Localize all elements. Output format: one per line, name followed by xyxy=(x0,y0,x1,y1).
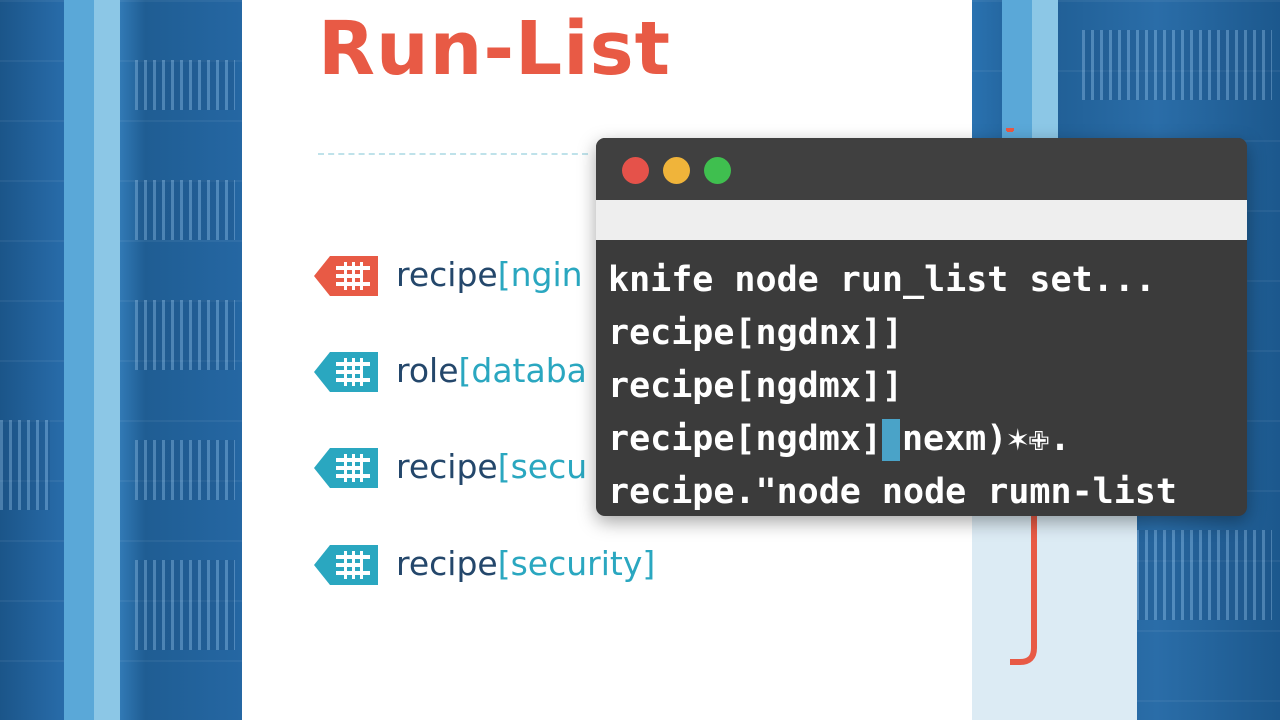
background-server-rack-left xyxy=(0,0,242,720)
tag-icon xyxy=(314,252,378,296)
background-rack-unit xyxy=(135,440,235,500)
tag-icon xyxy=(314,541,378,585)
run-list-item-label: recipe[secu xyxy=(396,446,588,486)
terminal-line-text: recipe[ngdmx] xyxy=(608,419,882,459)
terminal-line: knife node run_list set... xyxy=(608,260,1156,300)
text-cursor xyxy=(881,419,900,461)
terminal-line: recipe[ngdnx]] xyxy=(608,313,904,353)
terminal-line-text: nexm)✶✙. xyxy=(901,419,1071,459)
maximize-icon[interactable] xyxy=(704,157,731,184)
run-list-item-label: recipe[security] xyxy=(396,543,656,583)
run-list-item-label: recipe[ngin xyxy=(396,254,583,294)
background-stripe xyxy=(64,0,94,720)
minimize-icon[interactable] xyxy=(663,157,690,184)
run-list-item[interactable]: recipe[ngin xyxy=(314,249,583,299)
background-rack-unit xyxy=(135,180,235,240)
run-list-item-label: role[databa xyxy=(396,350,587,390)
close-icon[interactable] xyxy=(622,157,649,184)
tag-icon xyxy=(314,348,378,392)
terminal-titlebar xyxy=(596,138,1247,200)
run-list-item[interactable]: recipe[secu xyxy=(314,441,587,491)
divider xyxy=(318,153,588,155)
terminal-window[interactable]: knife node run_list set... recipe[ngdnx]… xyxy=(596,138,1247,516)
bracket-decoration xyxy=(1006,128,1037,665)
background-rack-unit xyxy=(135,300,235,370)
run-list-item[interactable]: role[databa xyxy=(314,345,587,395)
tag-icon xyxy=(314,444,378,488)
terminal-line: recipe[ngdmx]] xyxy=(608,366,904,406)
background-rack-unit xyxy=(135,60,235,110)
background-rack-unit xyxy=(0,420,50,510)
run-list-item[interactable]: recipe[security] xyxy=(314,538,655,588)
background-rack-unit xyxy=(135,560,235,650)
background-rack-unit xyxy=(1082,30,1272,100)
terminal-line: recipe."node node rumn-list xyxy=(608,472,1177,512)
terminal-address-bar xyxy=(596,200,1247,240)
terminal-line: recipe[ngdmx] nexm)✶✙. xyxy=(608,413,1247,466)
page-title: Run-List xyxy=(318,6,671,92)
background-stripe xyxy=(94,0,120,720)
background-panel xyxy=(972,515,1137,720)
terminal-output[interactable]: knife node run_list set... recipe[ngdnx]… xyxy=(596,240,1247,516)
